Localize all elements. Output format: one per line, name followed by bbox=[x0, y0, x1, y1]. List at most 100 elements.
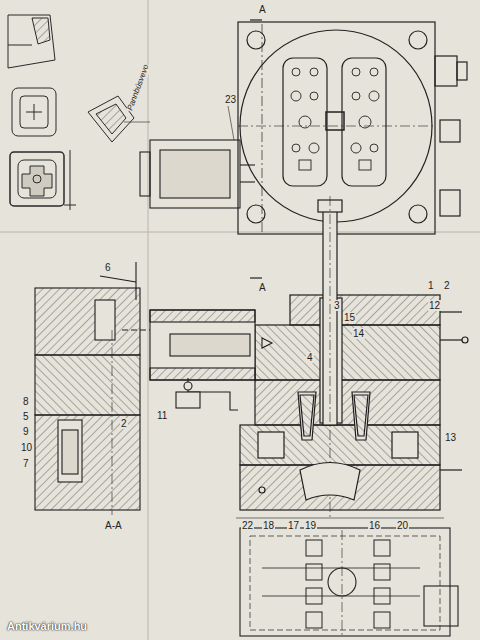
plan-view-part bbox=[262, 24, 263, 232]
mold-section bbox=[240, 196, 468, 520]
mold-section-part bbox=[240, 425, 440, 465]
detail-sketches-part bbox=[88, 96, 134, 142]
hydraulic-cylinder-part bbox=[150, 368, 255, 380]
mold-section-part bbox=[255, 325, 440, 380]
plan-view-part bbox=[250, 277, 262, 278]
callout-number: 12 bbox=[428, 300, 441, 311]
detail-sketches-part bbox=[20, 96, 48, 128]
hydraulic-cylinder-part bbox=[184, 382, 192, 390]
plan-view-part-part bbox=[310, 68, 318, 76]
detail-sketches-part bbox=[22, 166, 52, 196]
mold-section-part bbox=[392, 432, 418, 458]
mold-section-part bbox=[440, 339, 462, 340]
lower-plan-part bbox=[262, 568, 420, 569]
plan-view-part bbox=[326, 112, 344, 130]
hydraulic-cylinder bbox=[122, 310, 272, 410]
detail-sketches-part bbox=[26, 112, 42, 113]
cavity-square bbox=[374, 564, 390, 580]
mold-section-part bbox=[462, 337, 468, 343]
section-a-a-part bbox=[35, 415, 140, 510]
cavity-squares bbox=[306, 540, 390, 628]
lower-plan-part bbox=[342, 530, 343, 636]
lower-plan-part bbox=[240, 528, 450, 636]
callout-number: 19 bbox=[304, 520, 317, 531]
plan-view-part bbox=[342, 58, 386, 186]
plan-view-part bbox=[291, 68, 379, 170]
lower-plan-part bbox=[236, 518, 444, 519]
cylinder-plan-part bbox=[160, 150, 230, 198]
page-fold-part bbox=[148, 0, 149, 640]
detail-sketches-part bbox=[70, 150, 71, 210]
section-a-a-part bbox=[58, 420, 82, 482]
plan-view-part bbox=[409, 31, 427, 49]
hydraulic-cylinder-part bbox=[170, 334, 250, 356]
plan-view-part-part bbox=[292, 68, 300, 76]
detail-sketches-part bbox=[96, 104, 126, 134]
detail-sketches-part bbox=[10, 152, 64, 206]
mold-section-part bbox=[290, 295, 440, 325]
plan-view-part-part bbox=[299, 160, 311, 170]
detail-sketches-part bbox=[18, 160, 56, 198]
detail-sketches-part bbox=[64, 205, 76, 206]
plan-view-part-part bbox=[292, 144, 300, 152]
detail-sketches-part bbox=[12, 88, 56, 136]
plan-view-part-part bbox=[370, 144, 378, 152]
callout-number: 22 bbox=[241, 520, 254, 531]
plan-view-part-part bbox=[352, 68, 360, 76]
page-fold-part bbox=[0, 232, 480, 233]
section-a-a-part bbox=[135, 262, 136, 300]
plan-view-part bbox=[238, 22, 435, 234]
section-a-a-part bbox=[62, 430, 78, 474]
plan-view-part-part bbox=[370, 68, 378, 76]
plan-view-part-part bbox=[369, 91, 379, 101]
callout-number: 23 bbox=[224, 94, 237, 105]
mold-section-part bbox=[440, 311, 462, 312]
callout-number: 4 bbox=[306, 352, 314, 363]
plan-view-part bbox=[457, 62, 467, 80]
hydraulic-cylinder-part bbox=[150, 310, 255, 322]
plan-view-part-part bbox=[351, 143, 361, 153]
callout-number: 20 bbox=[396, 520, 409, 531]
lower-plan-part bbox=[424, 586, 458, 626]
mold-section-part bbox=[255, 380, 440, 425]
watermark: Antikvárium.hu bbox=[6, 620, 88, 632]
cylinder-plan bbox=[124, 106, 255, 208]
cavity-square bbox=[306, 612, 322, 628]
plan-view-part bbox=[283, 58, 327, 186]
cylinder-plan-part bbox=[140, 152, 150, 196]
plan-view bbox=[238, 20, 467, 278]
plan-view-part bbox=[440, 190, 460, 216]
detail-sketches-part bbox=[8, 45, 32, 46]
view-label: A-A bbox=[104, 520, 123, 531]
section-a-a-part bbox=[35, 288, 140, 355]
callout-number: 9 bbox=[22, 426, 30, 437]
detail-sketches-part bbox=[8, 15, 55, 68]
callout-number: 5 bbox=[22, 411, 30, 422]
hydraulic-cylinder-part bbox=[150, 310, 255, 380]
plan-view-part bbox=[238, 126, 435, 127]
callout-number: 1 bbox=[427, 280, 435, 291]
mold-section-part bbox=[258, 432, 284, 458]
section-a-a-part bbox=[100, 276, 136, 282]
cylinder-plan-part bbox=[124, 122, 150, 123]
lower-plan-part bbox=[262, 596, 420, 597]
callout-number: 8 bbox=[22, 396, 30, 407]
cavity-square bbox=[374, 588, 390, 604]
plan-view-part-part bbox=[359, 160, 371, 170]
callout-number: 2 bbox=[443, 280, 451, 291]
cylinder-plan-part bbox=[228, 106, 234, 140]
plan-view-part-part bbox=[352, 92, 360, 100]
callout-number: 13 bbox=[444, 432, 457, 443]
plan-view-part bbox=[409, 205, 427, 223]
callout-number: 15 bbox=[343, 312, 356, 323]
cylinder-plan-part bbox=[150, 140, 240, 208]
section-mark: A bbox=[258, 4, 267, 15]
mold-section-part bbox=[352, 392, 370, 440]
mold-section-part bbox=[440, 469, 462, 470]
plan-view-part-part bbox=[310, 92, 318, 100]
mold-section-part bbox=[300, 463, 360, 501]
callout-number: 10 bbox=[20, 442, 33, 453]
hydraulic-cylinder-part bbox=[176, 392, 200, 408]
